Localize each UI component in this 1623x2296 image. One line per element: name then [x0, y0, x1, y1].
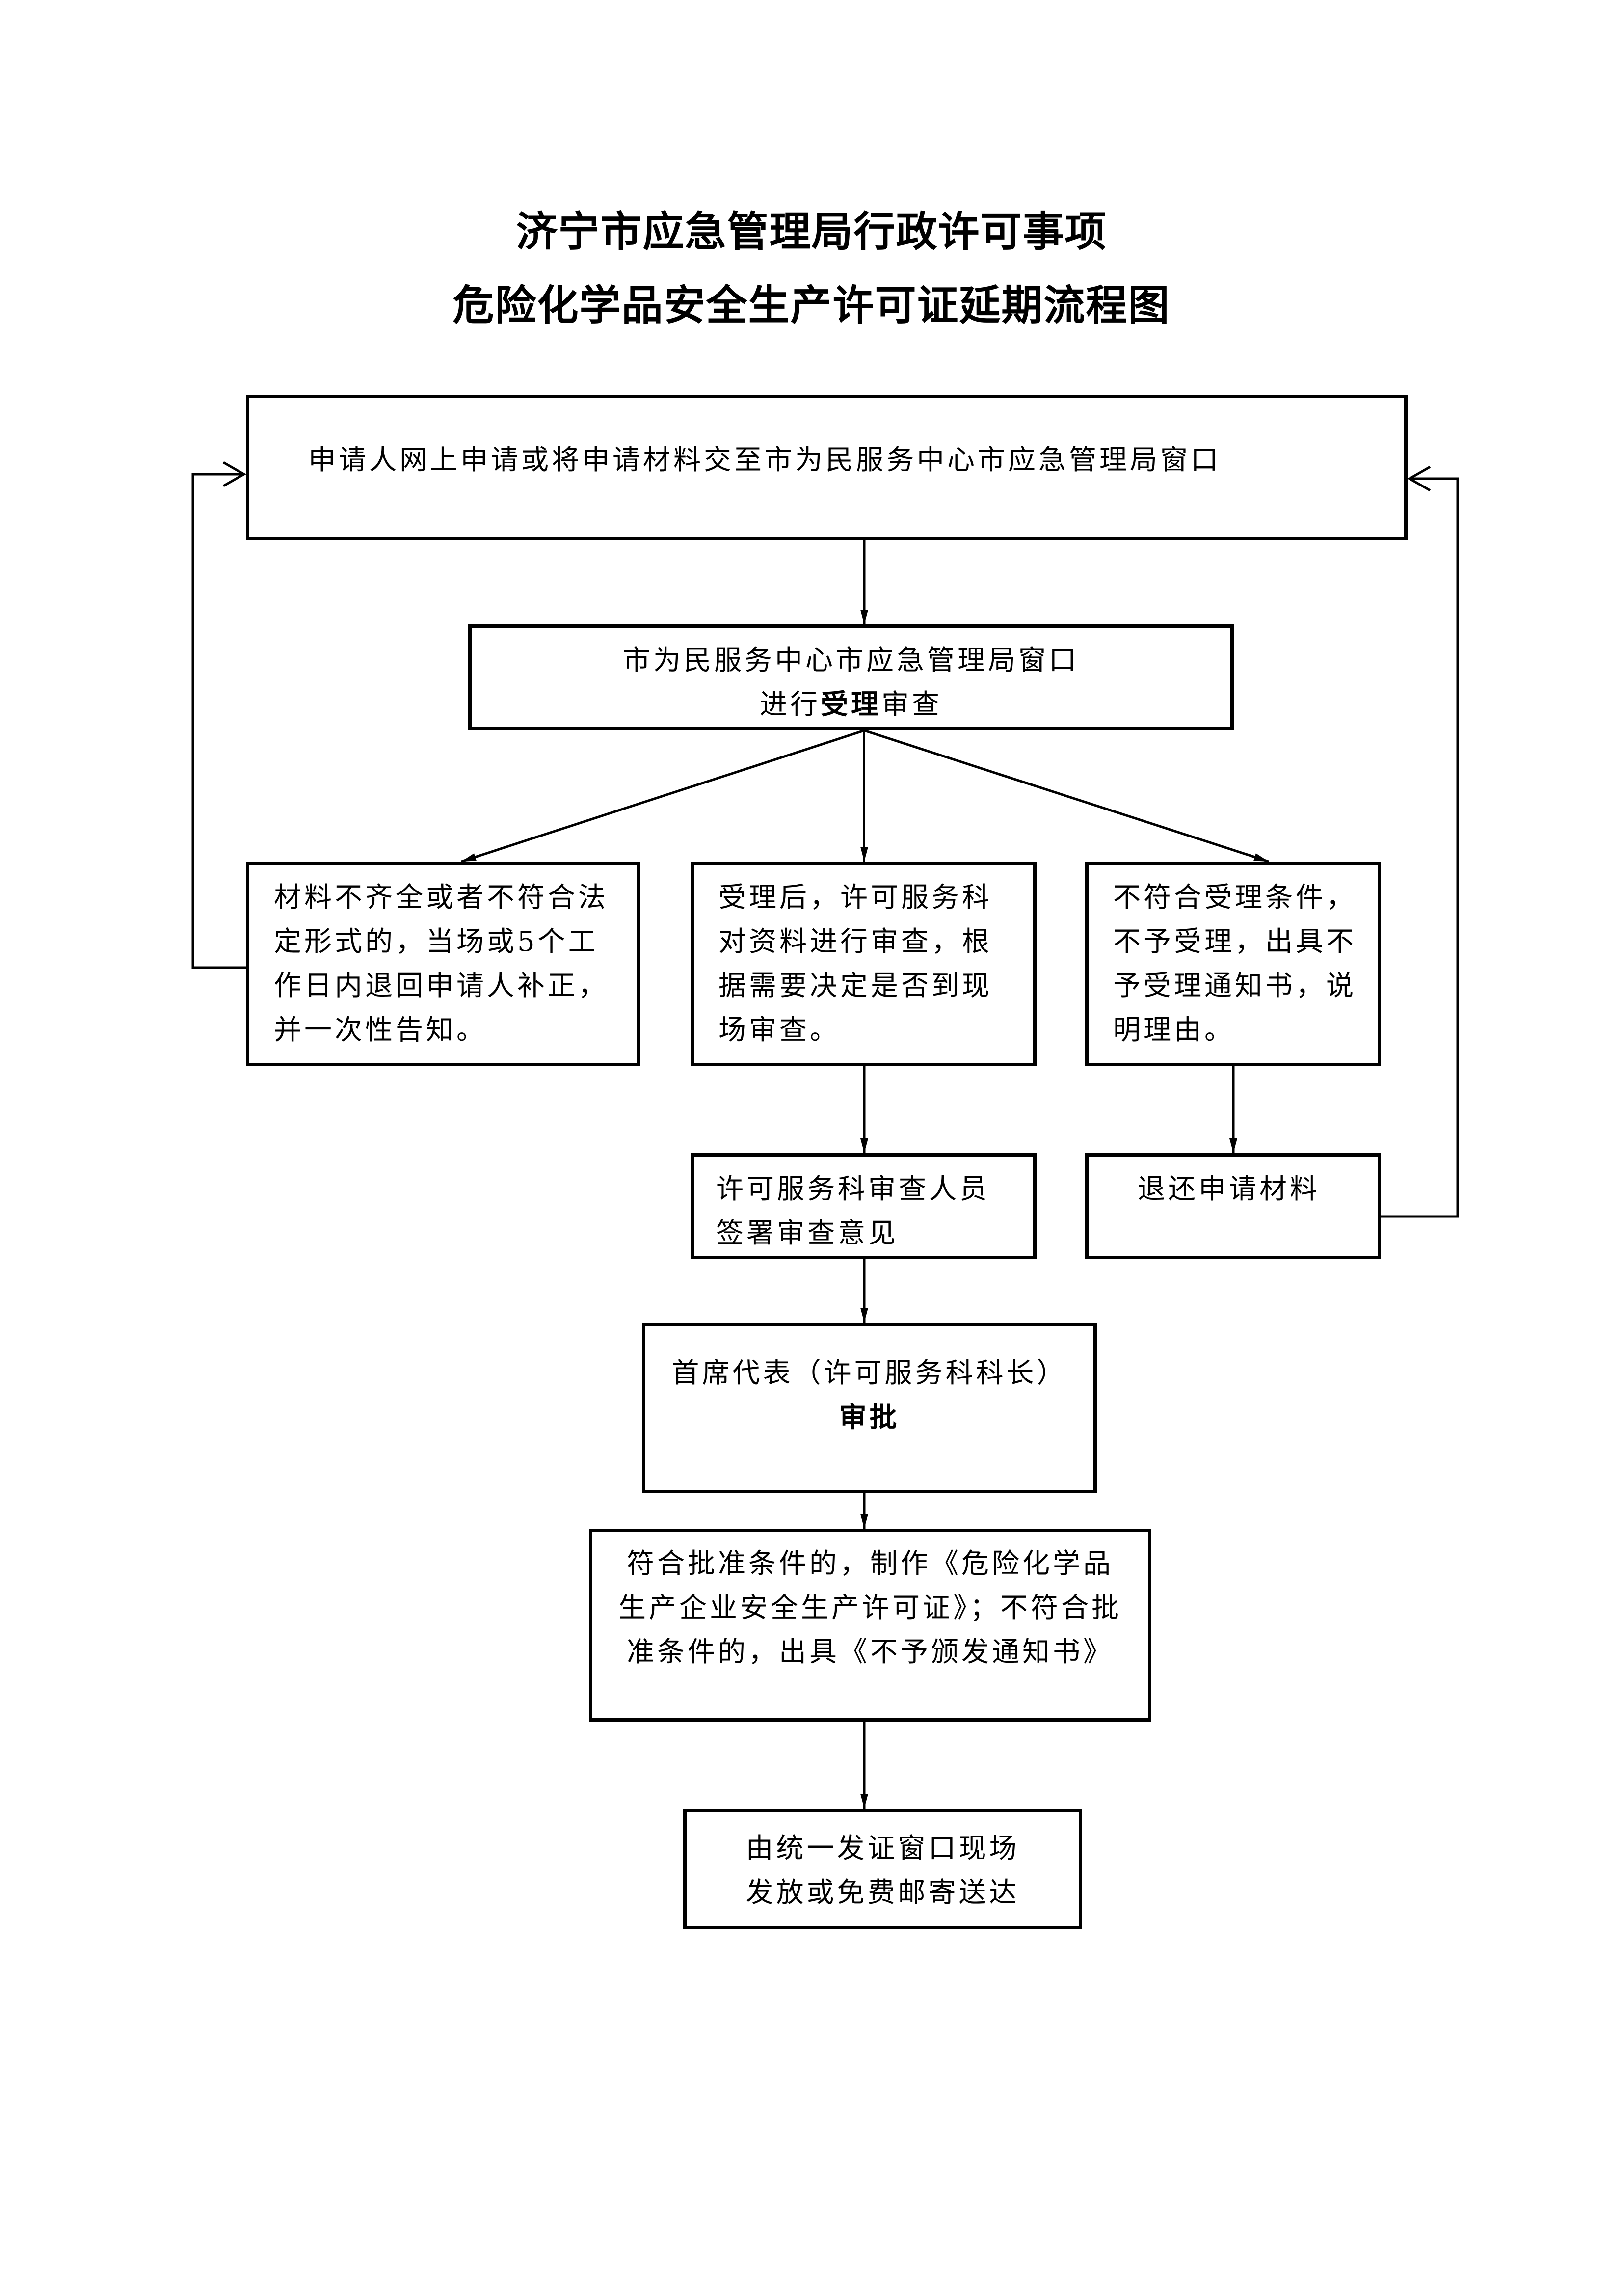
- node-accept-review-pre: 进行: [760, 689, 821, 721]
- node-decision: 符合批准条件的，制作《危险化学品生产企业安全生产许可证》；不符合批准条件的，出具…: [589, 1529, 1151, 1722]
- node-accept-review-post: 审查: [881, 689, 942, 721]
- node-approval: 首席代表（许可服务科科长） 审批: [642, 1323, 1097, 1493]
- node-apply-text: 申请人网上申请或将申请材料交至市为民服务中心市应急管理局窗口: [308, 444, 1221, 476]
- loop-left-arrowhead: [222, 461, 247, 487]
- node-reviewer-sign: 许可服务科审查人员签署审查意见: [691, 1153, 1037, 1259]
- node-apply: 申请人网上申请或将申请材料交至市为民服务中心市应急管理局窗口: [246, 395, 1408, 540]
- node-delivery: 由统一发证窗口现场发放或免费邮寄送达: [683, 1809, 1082, 1929]
- title-line-1: 济宁市应急管理局行政许可事项: [516, 208, 1107, 256]
- node-rejected-text: 不符合受理条件，不予受理，出具不予受理通知书，说明理由。: [1113, 882, 1357, 1046]
- arrow-review-to-rejected: [864, 729, 1269, 863]
- title-line-2: 危险化学品安全生产许可证延期流程图: [452, 281, 1171, 329]
- node-approval-line1: 首席代表（许可服务科科长）: [671, 1357, 1067, 1389]
- loop-right-arrowhead: [1407, 465, 1431, 492]
- arrow-review-to-incomplete: [461, 729, 865, 863]
- node-rejected: 不符合受理条件，不予受理，出具不予受理通知书，说明理由。: [1085, 862, 1381, 1066]
- node-reviewer-sign-text: 许可服务科审查人员签署审查意见: [716, 1173, 990, 1249]
- loop-return-to-apply: [1381, 477, 1459, 1218]
- node-accepted-text: 受理后，许可服务科对资料进行审查，根据需要决定是否到现场审查。: [718, 882, 992, 1046]
- node-accept-review-bold: 受理: [821, 689, 881, 721]
- node-accept-review-line2: 进行受理审查: [472, 683, 1230, 727]
- node-accept-review: 市为民服务中心市应急管理局窗口 进行受理审查: [468, 624, 1234, 730]
- node-delivery-text: 由统一发证窗口现场发放或免费邮寄送达: [745, 1833, 1020, 1909]
- node-return-materials-text: 退还申请材料: [1138, 1173, 1320, 1205]
- node-return-materials: 退还申请材料: [1085, 1153, 1381, 1259]
- node-incomplete: 材料不齐全或者不符合法定形式的，当场或5个工作日内退回申请人补正，并一次性告知。: [246, 862, 640, 1066]
- node-decision-text: 符合批准条件的，制作《危险化学品生产企业安全生产许可证》；不符合批准条件的，出具…: [618, 1548, 1122, 1668]
- loop-incomplete-to-apply: [191, 473, 246, 969]
- node-accepted: 受理后，许可服务科对资料进行审查，根据需要决定是否到现场审查。: [691, 862, 1037, 1066]
- node-approval-line2: 审批: [839, 1402, 900, 1433]
- node-accept-review-line1: 市为民服务中心市应急管理局窗口: [623, 645, 1079, 676]
- node-incomplete-text: 材料不齐全或者不符合法定形式的，当场或5个工作日内退回申请人补正，并一次性告知。: [274, 882, 609, 1046]
